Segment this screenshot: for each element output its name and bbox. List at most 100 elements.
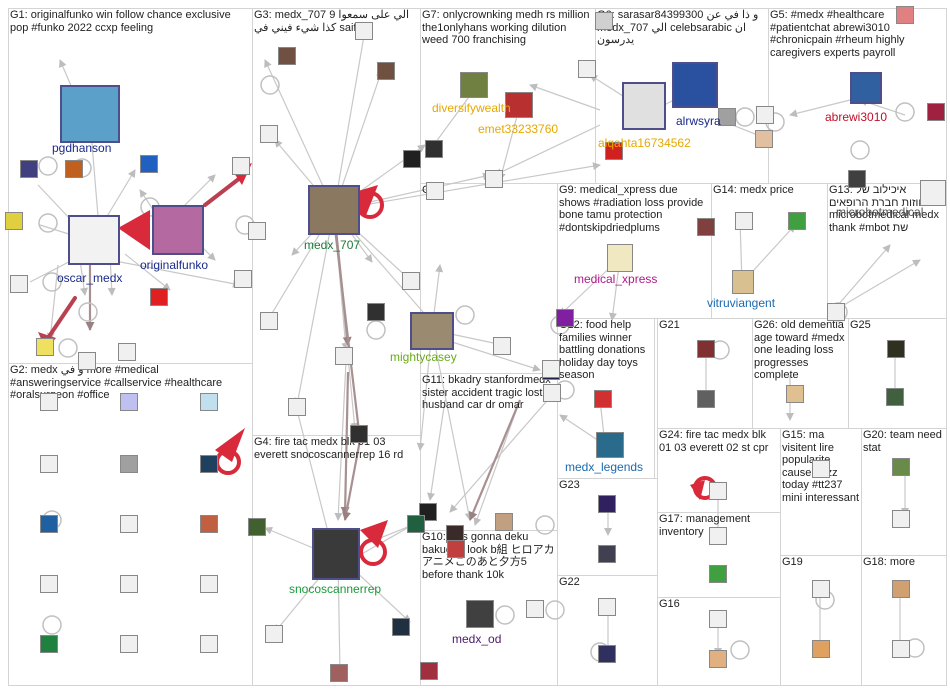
- node-avatar[interactable]: [308, 185, 360, 235]
- node-avatar[interactable]: [40, 393, 58, 411]
- node-avatar[interactable]: [5, 212, 23, 230]
- node-avatar[interactable]: [892, 458, 910, 476]
- node-avatar[interactable]: [732, 270, 754, 294]
- node-avatar[interactable]: [60, 85, 120, 143]
- node-avatar[interactable]: [425, 140, 443, 158]
- node-label-medx-legends[interactable]: medx_legends: [565, 460, 644, 474]
- node-avatar[interactable]: [403, 150, 421, 168]
- node-label-microbotmedical[interactable]: microbotmedical: [836, 205, 924, 219]
- node-avatar[interactable]: [598, 495, 616, 513]
- node-avatar[interactable]: [735, 212, 753, 230]
- node-avatar[interactable]: [288, 398, 306, 416]
- node-avatar[interactable]: [598, 598, 616, 616]
- node-avatar[interactable]: [709, 565, 727, 583]
- node-avatar[interactable]: [402, 272, 420, 290]
- node-avatar[interactable]: [200, 455, 218, 473]
- node-avatar[interactable]: [232, 157, 250, 175]
- node-avatar[interactable]: [335, 347, 353, 365]
- node-avatar[interactable]: [709, 527, 727, 545]
- node-avatar[interactable]: [596, 432, 624, 458]
- node-avatar[interactable]: [40, 455, 58, 473]
- node-avatar[interactable]: [65, 160, 83, 178]
- node-avatar[interactable]: [812, 640, 830, 658]
- node-avatar[interactable]: [234, 270, 252, 288]
- node-label-mightycasey[interactable]: mightycasey: [390, 350, 457, 364]
- node-avatar[interactable]: [447, 540, 465, 558]
- node-avatar[interactable]: [150, 288, 168, 306]
- node-avatar[interactable]: [709, 650, 727, 668]
- node-avatar[interactable]: [578, 60, 596, 78]
- node-avatar[interactable]: [485, 170, 503, 188]
- node-avatar[interactable]: [927, 103, 945, 121]
- node-label-snocoscannerrep[interactable]: snocoscannerrep: [289, 582, 382, 596]
- node-avatar[interactable]: [426, 182, 444, 200]
- node-avatar[interactable]: [788, 212, 806, 230]
- node-avatar[interactable]: [827, 303, 845, 321]
- node-avatar[interactable]: [605, 142, 623, 160]
- node-avatar[interactable]: [697, 340, 715, 358]
- node-avatar[interactable]: [892, 580, 910, 598]
- node-avatar[interactable]: [120, 575, 138, 593]
- node-avatar[interactable]: [543, 384, 561, 402]
- node-avatar[interactable]: [120, 393, 138, 411]
- node-avatar[interactable]: [848, 170, 866, 188]
- node-avatar[interactable]: [200, 635, 218, 653]
- node-avatar[interactable]: [40, 515, 58, 533]
- node-avatar[interactable]: [495, 513, 513, 531]
- node-label-medx-od[interactable]: medx_od: [452, 632, 502, 646]
- node-label-oscar-medx[interactable]: oscar_medx: [57, 271, 123, 285]
- node-label-emet33233760[interactable]: emet33233760: [478, 122, 559, 136]
- node-avatar[interactable]: [355, 22, 373, 40]
- node-avatar[interactable]: [850, 72, 882, 104]
- node-label-abrewi3010[interactable]: abrewi3010: [825, 110, 888, 124]
- node-avatar[interactable]: [598, 645, 616, 663]
- node-avatar[interactable]: [120, 455, 138, 473]
- node-avatar[interactable]: [120, 635, 138, 653]
- node-avatar[interactable]: [410, 312, 454, 350]
- node-avatar[interactable]: [120, 515, 138, 533]
- node-avatar[interactable]: [260, 312, 278, 330]
- node-avatar[interactable]: [377, 62, 395, 80]
- node-avatar[interactable]: [786, 385, 804, 403]
- node-label-pgdhanson[interactable]: pgdhanson: [52, 141, 112, 155]
- node-avatar[interactable]: [152, 205, 204, 255]
- node-avatar[interactable]: [718, 108, 736, 126]
- node-avatar[interactable]: [505, 92, 533, 118]
- node-avatar[interactable]: [493, 337, 511, 355]
- node-avatar[interactable]: [892, 510, 910, 528]
- node-label-alrwsyra[interactable]: alrwsyra: [676, 114, 721, 128]
- node-avatar[interactable]: [10, 275, 28, 293]
- node-avatar[interactable]: [920, 180, 946, 206]
- node-avatar[interactable]: [892, 640, 910, 658]
- node-label-vitruviangent[interactable]: vitruviangent: [707, 296, 776, 310]
- node-avatar[interactable]: [118, 343, 136, 361]
- node-avatar[interactable]: [607, 244, 633, 272]
- node-avatar[interactable]: [887, 340, 905, 358]
- node-avatar[interactable]: [420, 662, 438, 680]
- node-avatar[interactable]: [248, 518, 266, 536]
- node-avatar[interactable]: [460, 72, 488, 98]
- node-avatar[interactable]: [594, 390, 612, 408]
- node-avatar[interactable]: [312, 528, 360, 580]
- node-avatar[interactable]: [697, 390, 715, 408]
- node-avatar[interactable]: [896, 6, 914, 24]
- node-label-alqahta16734562[interactable]: alqahta16734562: [598, 136, 691, 150]
- node-avatar[interactable]: [755, 130, 773, 148]
- node-avatar[interactable]: [248, 222, 266, 240]
- node-avatar[interactable]: [20, 160, 38, 178]
- node-avatar[interactable]: [367, 303, 385, 321]
- node-label-medical-xpress[interactable]: medical_xpress: [574, 272, 658, 286]
- node-avatar[interactable]: [330, 664, 348, 682]
- node-label-medx-707[interactable]: medx_707: [304, 238, 361, 252]
- node-avatar[interactable]: [556, 309, 574, 327]
- node-avatar[interactable]: [672, 62, 718, 108]
- node-avatar[interactable]: [278, 47, 296, 65]
- node-avatar[interactable]: [709, 610, 727, 628]
- node-label-diversifywealth[interactable]: diversifywealth: [432, 101, 511, 115]
- node-avatar[interactable]: [40, 575, 58, 593]
- node-avatar[interactable]: [140, 155, 158, 173]
- node-avatar[interactable]: [526, 600, 544, 618]
- node-avatar[interactable]: [350, 425, 368, 443]
- node-avatar[interactable]: [200, 515, 218, 533]
- node-label-originalfunko[interactable]: originalfunko: [140, 258, 209, 272]
